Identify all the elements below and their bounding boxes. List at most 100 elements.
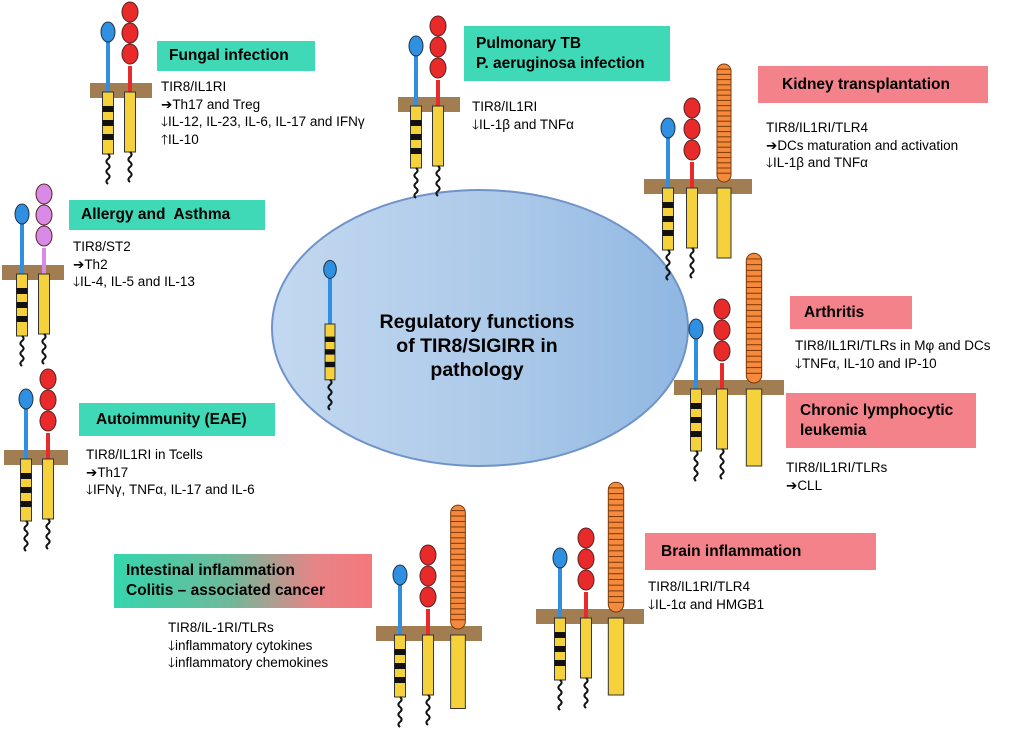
st2-ig-domain — [35, 225, 53, 247]
il1ri-ig-domain — [121, 1, 139, 23]
il1ri-ig-domain — [577, 548, 595, 570]
tir8-domain-band — [325, 336, 335, 342]
il1ri-ig-domain — [713, 319, 731, 341]
intestinal-inflammation-details: TIR8/IL-1RI/TLRs 🡓inflammatory cytokines… — [168, 619, 328, 672]
arthritis-label-box: Arthritis — [790, 296, 912, 329]
tir8-domain-band — [662, 216, 674, 222]
intracellular-tail — [413, 167, 419, 199]
right-arrow-icon: ➔ — [786, 477, 798, 493]
eae-detail-receptors: TIR8/IL1RI in Tcells — [86, 447, 203, 462]
allergy-asthma-title: Allergy and Asthma — [81, 206, 231, 223]
il1ri-ig-domain — [713, 340, 731, 362]
tb-detail-receptors: TIR8/IL1RI — [472, 99, 538, 114]
intracellular-tail — [41, 333, 47, 365]
brain-detail-receptors: TIR8/IL1RI/TLR4 — [648, 579, 751, 594]
tir8-domain-band — [410, 148, 422, 154]
intracellular-tail — [665, 249, 671, 281]
center-title-line-2: of TIR8/SIGIRR in — [396, 335, 558, 357]
intracellular-tail — [105, 153, 111, 185]
tlr-lrr-domain — [716, 63, 732, 183]
allergy-detail-line: 🡓IL-4, IL-5 and IL-13 — [73, 274, 195, 289]
eae-details: TIR8/IL1RI in Tcells ➔Th17 🡓IFNγ, TNFα, … — [86, 446, 255, 499]
il1ri-ig-domain — [121, 43, 139, 65]
down-arrow-icon: 🡓 — [73, 274, 81, 289]
tb-detail-line: 🡓IL-1β and TNFα — [472, 116, 574, 132]
down-arrow-icon: 🡓 — [472, 116, 480, 132]
il1ri-ig-domain — [39, 389, 57, 411]
il1ri-tir-domain — [716, 388, 728, 450]
down-arrow-icon: 🡓 — [648, 596, 656, 612]
il1ri-ig-domain — [429, 15, 447, 37]
il1ri-ig-domain — [577, 527, 595, 549]
intracellular-tail — [719, 448, 725, 480]
center-title-line-3: pathology — [430, 359, 524, 381]
il1ri-ig-domain — [713, 298, 731, 320]
il1ri-ig-domain — [39, 368, 57, 390]
cell-membrane — [2, 265, 64, 280]
intestinal-detail-line: 🡓inflammatory cytokines — [168, 637, 313, 653]
cll-label-box: Chronic lymphocytic leukemia — [786, 393, 976, 448]
st2-ig-domain — [35, 183, 53, 205]
brain-inflammation-label-box: Brain inflammation — [645, 533, 876, 570]
tir8-domain-band — [690, 403, 702, 409]
il1ri-ig-domain — [39, 410, 57, 432]
tir8-domain-band — [16, 288, 28, 294]
intestinal-inflammation-label-box: Intestinal inflammation Colitis – associ… — [114, 554, 372, 608]
il1ri-tir-domain — [42, 458, 54, 520]
tir8-ig-domain — [552, 547, 568, 569]
tir8-domain-band — [20, 487, 32, 493]
tir8-ig-domain — [18, 388, 34, 410]
tir8-domain-band — [394, 663, 406, 669]
tir8-domain-band — [662, 202, 674, 208]
down-arrow-icon: 🡓 — [86, 482, 94, 497]
up-arrow-icon: 🡑 — [161, 131, 169, 147]
intracellular-tail — [435, 165, 441, 197]
tlr-tir-domain — [745, 388, 763, 467]
intracellular-tail — [425, 694, 431, 726]
intracellular-tail — [127, 151, 133, 183]
pulmonary-tb-title-line-2: P. aeruginosa infection — [476, 54, 645, 72]
cll-detail-receptors: TIR8/IL1RI/TLRs — [786, 460, 888, 475]
tir8-ig-domain — [100, 21, 116, 43]
intracellular-tail — [45, 518, 51, 550]
tir8-domain-band — [690, 417, 702, 423]
il1ri-ig-domain — [419, 565, 437, 587]
arthritis-detail-receptors: TIR8/IL1RI/TLRs in Mφ and DCs — [795, 338, 991, 353]
fungal-infection-title: Fungal infection — [169, 47, 289, 64]
intracellular-tail — [19, 335, 25, 367]
tir8-domain-band — [325, 361, 335, 368]
center-ellipse — [271, 189, 689, 467]
intracellular-tail — [327, 379, 333, 411]
tir8-domain-band — [20, 501, 32, 507]
st2-tir-domain — [38, 273, 50, 335]
tir8-domain-band — [410, 120, 422, 126]
eae-title: Autoimmunity (EAE) — [96, 410, 247, 428]
right-arrow-icon: ➔ — [86, 464, 98, 480]
pulmonary-tb-details: TIR8/IL1RI 🡓IL-1β and TNFα — [472, 98, 574, 133]
tir8-domain-band — [554, 632, 566, 638]
tir8-domain-band — [394, 649, 406, 655]
brain-inflammation-details: TIR8/IL1RI/TLR4 🡓IL-1α and HMGB1 — [648, 578, 764, 613]
tir8-ig-domain — [14, 203, 30, 225]
tir8-domain-band — [662, 230, 674, 236]
fungal-detail-line: 🡓IL-12, IL-23, IL-6, IL-17 and IFNγ — [161, 114, 365, 129]
cll-detail-line: ➔CLL — [786, 477, 823, 493]
fungal-detail-line: 🡑IL-10 — [161, 131, 199, 147]
il1ri-ig-domain — [683, 118, 701, 140]
il1ri-ig-domain — [419, 544, 437, 566]
tir8-domain-band — [690, 431, 702, 437]
allergy-detail-line: ➔Th2 — [73, 256, 108, 272]
il1ri-ig-domain — [419, 586, 437, 608]
eae-detail-line: 🡓IFNγ, TNFα, IL-17 and IL-6 — [86, 482, 255, 497]
il1ri-ig-domain — [121, 22, 139, 44]
tir8-domain-band — [554, 646, 566, 652]
il1ri-ig-domain — [429, 36, 447, 58]
tir8-domain-band — [102, 120, 114, 126]
intestinal-title-line-2: Colitis – associated cancer — [126, 582, 326, 599]
center-title-line-1: Regulatory functions — [379, 311, 575, 333]
kidney-transplantation-title: Kidney transplantation — [782, 75, 950, 93]
cll-title-line-1: Chronic lymphocytic — [800, 401, 954, 419]
il1ri-tir-domain — [422, 634, 434, 696]
